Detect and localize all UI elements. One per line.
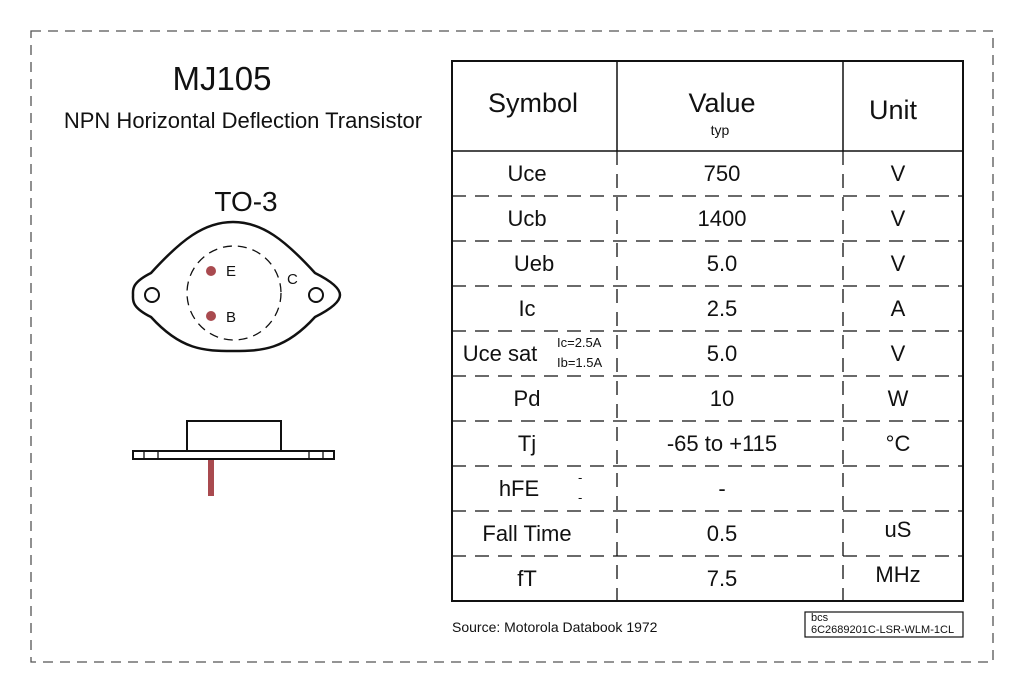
symbol-cell: Tj: [517, 431, 537, 456]
outer-dashed-border: [30, 30, 994, 663]
unit-cell: °C: [885, 431, 911, 456]
value-cell: 10: [709, 386, 735, 411]
symbol-cell: Uce: [507, 161, 547, 186]
value-cell: 750: [703, 161, 741, 186]
to3-outline: [131, 220, 342, 353]
mount-hole-left: [144, 287, 160, 303]
symbol-cell: Ueb: [513, 251, 555, 276]
unit-cell: V: [890, 161, 906, 186]
unit-cell: V: [890, 341, 906, 366]
condition-2: -: [578, 490, 583, 505]
package-name: TO-3: [214, 186, 278, 217]
code-box: [804, 611, 964, 638]
code-text: bcs 6C2689201C-LSR-WLM-1CL: [811, 612, 954, 636]
symbol-cell: Fall Time: [482, 521, 572, 546]
value-cell: 5.0: [706, 341, 738, 366]
unit-cell: uS: [884, 517, 912, 542]
pin-base: [206, 311, 216, 321]
can-dashed-circle: [186, 245, 282, 341]
value-cell: -: [718, 476, 726, 501]
value-cell: 0.5: [706, 521, 738, 546]
symbol-cell: Uce sat: [462, 341, 538, 366]
side-flange: [132, 450, 335, 460]
unit-cell: W: [887, 386, 909, 411]
part-subtitle: NPN Horizontal Deflection Transistor: [63, 108, 423, 133]
condition-2: Ib=1.5A: [557, 355, 603, 370]
side-can: [186, 420, 282, 452]
value-cell: -65 to +115: [666, 431, 778, 456]
side-lead: [208, 460, 214, 496]
header-value: Value: [688, 88, 756, 118]
mount-hole-right: [308, 287, 324, 303]
value-cell: 5.0: [706, 251, 738, 276]
pin-label-e: E: [226, 263, 237, 280]
symbol-cell: fT: [517, 566, 537, 591]
pin-label-b: B: [226, 309, 237, 326]
code-line-1: bcs: [811, 612, 829, 624]
code-line-2: 6C2689201C-LSR-WLM-1CL: [811, 624, 955, 636]
unit-cell: V: [890, 206, 906, 231]
header-symbol: Symbol: [487, 88, 579, 118]
header-value-sub: typ: [710, 122, 730, 138]
unit-cell: V: [890, 251, 906, 276]
symbol-cell: Pd: [513, 386, 541, 411]
value-cell: 1400: [697, 206, 747, 231]
condition-1: Ic=2.5A: [557, 335, 602, 350]
symbol-cell: Ucb: [507, 206, 547, 231]
condition-1: -: [578, 470, 583, 485]
value-cell: 7.5: [706, 566, 738, 591]
header-unit: Unit: [868, 95, 918, 125]
symbol-cell: hFE: [498, 476, 540, 501]
source-note: Source: Motorola Databook 1972: [452, 619, 658, 635]
part-title: MJ105: [172, 60, 272, 97]
symbol-cell: Ic: [518, 296, 536, 321]
value-cell: 2.5: [706, 296, 738, 321]
pin-label-c: C: [287, 271, 298, 288]
pin-emitter: [206, 266, 216, 276]
unit-cell: MHz: [875, 562, 921, 587]
unit-cell: A: [890, 296, 906, 321]
